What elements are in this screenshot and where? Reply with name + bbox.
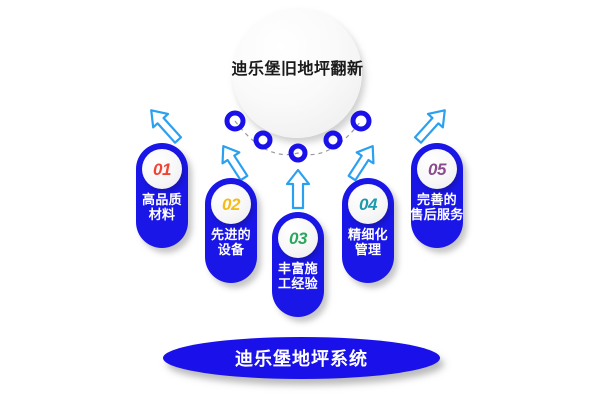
capsule-02-badge: 02 (211, 184, 251, 224)
capsule-01-badge: 01 (142, 149, 182, 189)
capsule-05[interactable]: 05 完善的 售后服务 (410, 143, 463, 248)
arc-node-5 (350, 110, 372, 132)
capsule-01[interactable]: 01 高品质 材料 (136, 143, 188, 248)
capsule-04-label: 精细化 管理 (348, 227, 388, 257)
arrow-from-capsule-01 (150, 109, 183, 144)
arrow-from-capsule-05 (413, 109, 446, 144)
bottom-banner: 迪乐堡地坪系统 (163, 337, 440, 379)
capsule-01-number: 01 (153, 159, 171, 179)
arrow-from-capsule-03 (285, 168, 311, 210)
arc-node-4 (323, 130, 343, 150)
capsule-01-label: 高品质 材料 (142, 192, 182, 222)
capsule-05-badge: 05 (417, 149, 457, 189)
capsule-02[interactable]: 02 先进的 设备 (205, 178, 257, 283)
capsule-04-badge: 04 (348, 184, 388, 224)
central-hub-label: 迪乐堡旧地坪翻新 (231, 61, 364, 78)
arc-node-2 (253, 130, 273, 150)
capsule-03-label: 丰富施 工经验 (278, 261, 318, 291)
capsule-04[interactable]: 04 精细化 管理 (342, 178, 394, 283)
arc-node-1 (224, 110, 246, 132)
capsule-05-number: 05 (428, 159, 446, 179)
central-hub-circle (232, 8, 362, 138)
arrow-from-capsule-04 (347, 145, 375, 182)
capsule-03[interactable]: 03 丰富施 工经验 (272, 212, 324, 317)
capsule-04-number: 04 (359, 194, 377, 214)
capsule-02-label: 先进的 设备 (211, 227, 251, 257)
capsule-03-badge: 03 (278, 218, 318, 258)
capsule-03-number: 03 (289, 228, 307, 248)
capsule-05-label: 完善的 售后服务 (410, 192, 464, 222)
arc-node-3 (288, 143, 308, 163)
capsule-02-number: 02 (222, 194, 240, 214)
bottom-banner-label: 迪乐堡地坪系统 (235, 349, 368, 369)
arrow-from-capsule-02 (221, 145, 249, 182)
